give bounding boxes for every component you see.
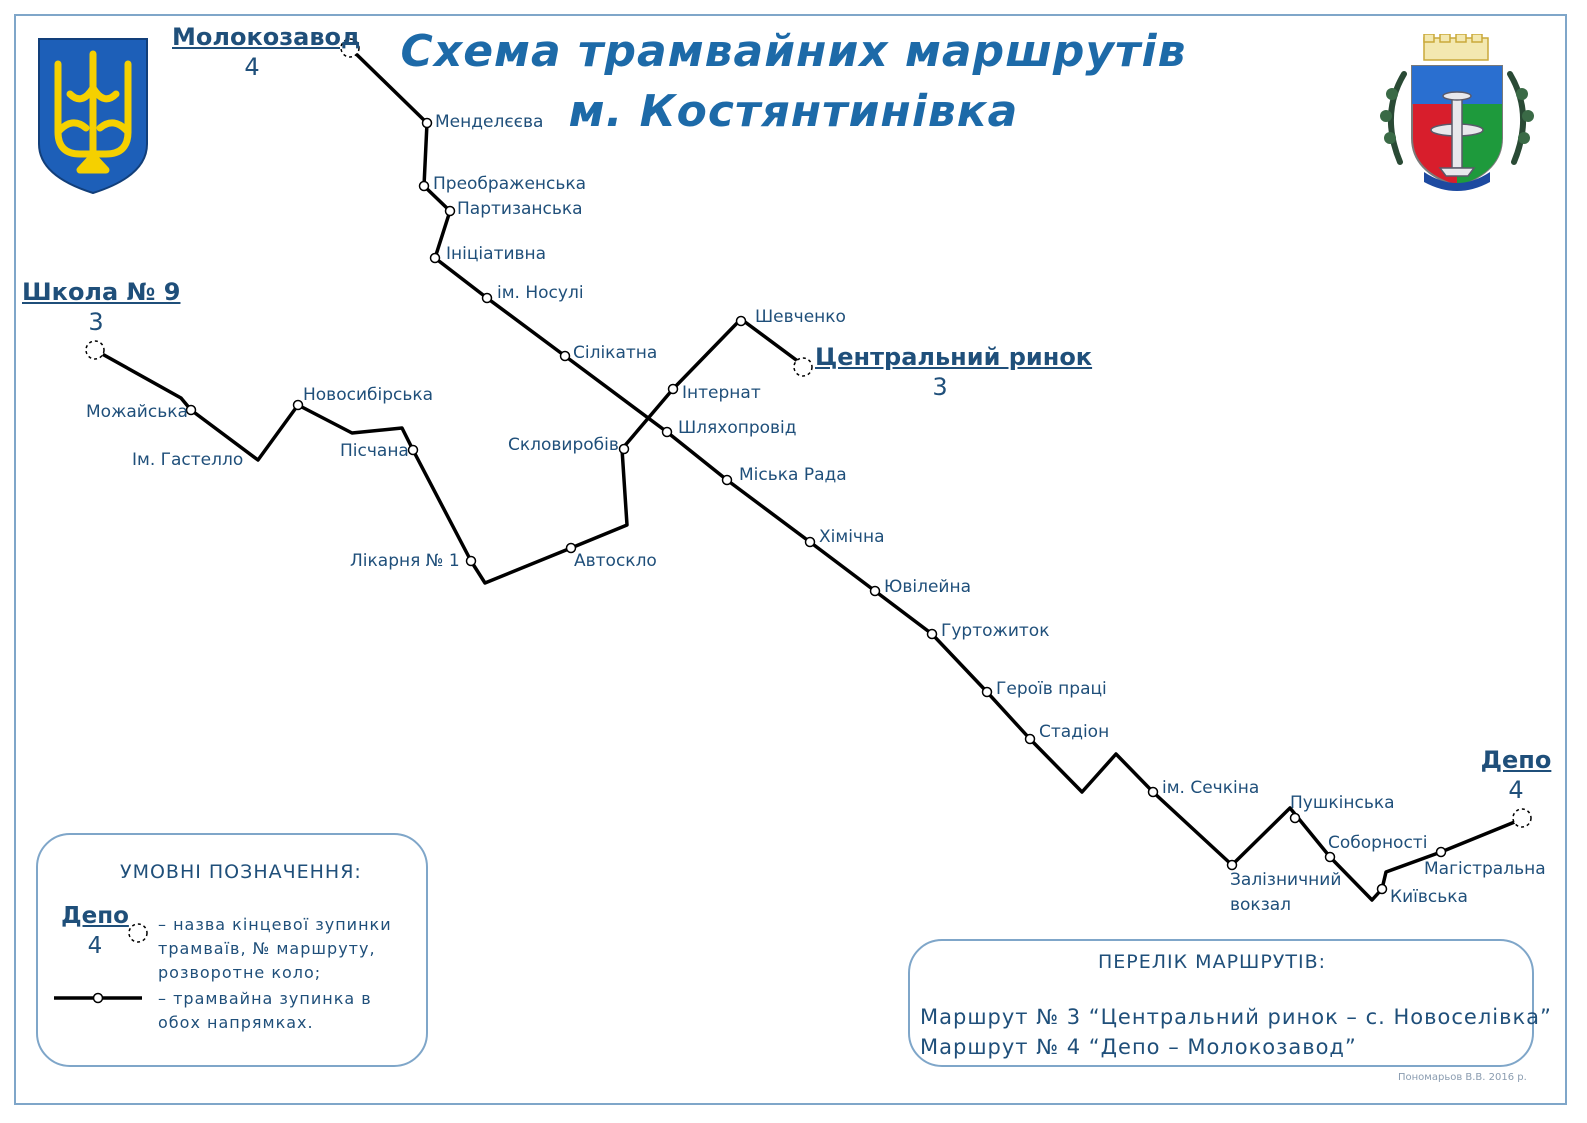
- terminal-molokozavod: Молокозавод 4: [172, 22, 361, 82]
- stop-marker: [185, 404, 197, 416]
- legend-stop-sample: [54, 992, 142, 1004]
- terminal-route: 3: [88, 308, 104, 336]
- stop-label-khimichna: Хімічна: [819, 527, 885, 547]
- stop-marker: [1376, 883, 1388, 895]
- stop-label-likarnia: Лікарня № 1: [350, 551, 460, 571]
- stop-label-hastello: Ім. Гастелло: [132, 450, 244, 470]
- route-4-description: Маршрут № 4 “Депо – Молокозавод”: [920, 1035, 1357, 1059]
- route-3-line: [94, 317, 805, 585]
- stop-marker: [481, 292, 493, 304]
- stop-label-mendelieieva: Менделєєва: [435, 112, 544, 132]
- city-coat-of-arms-icon: [1380, 34, 1534, 191]
- stop-label-hurtozhytok: Гуртожиток: [941, 621, 1050, 641]
- terminal-shkola9: Школа № 9 3: [22, 277, 181, 337]
- stop-marker: [735, 315, 747, 327]
- stop-label-avtosklo: Автоскло: [574, 551, 657, 571]
- author-credit: Пономарьов В.В. 2016 р.: [1398, 1072, 1527, 1083]
- terminal-name: Молокозавод: [172, 23, 361, 51]
- legend-terminal-circle: [128, 923, 148, 943]
- stop-marker: [1435, 846, 1447, 858]
- terminal-tsentralnyi-rynok: Центральний ринок 3: [815, 342, 1093, 402]
- stop-marker: [565, 542, 577, 554]
- terminal-name: Центральний ринок: [815, 343, 1093, 371]
- stop-marker: [429, 252, 441, 264]
- stop-marker: [1324, 851, 1336, 863]
- terminal-route: 3: [932, 373, 948, 401]
- route-3-description: Маршрут № 3 “Центральний ринок – с. Ново…: [920, 1005, 1552, 1029]
- stop-marker: [804, 536, 816, 548]
- stop-markers: [185, 117, 1447, 895]
- stop-marker: [1147, 786, 1159, 798]
- stop-label-mozhaiska: Можайська: [86, 402, 188, 422]
- stop-marker: [721, 474, 733, 486]
- terminal-route: 4: [244, 53, 260, 81]
- stop-marker: [1024, 733, 1036, 745]
- stop-marker: [292, 399, 304, 411]
- terminal-name: Депо: [61, 903, 129, 929]
- stop-label-silikatna: Сілікатна: [573, 343, 658, 363]
- map-title: Схема трамвайних маршрутів: [400, 26, 1187, 77]
- stop-marker: [869, 585, 881, 597]
- stop-marker: [421, 117, 433, 129]
- routes-list-box: ПЕРЕЛІК МАРШРУТІВ: Маршрут № 3 “Централь…: [908, 939, 1551, 1067]
- terminal-depo: Депо 4: [1478, 745, 1554, 805]
- stop-label-stadion: Стадіон: [1039, 722, 1110, 742]
- terminal-circle-depo: [1512, 808, 1532, 828]
- stop-label-internat: Інтернат: [682, 383, 761, 403]
- map-frame: [14, 14, 1567, 1105]
- stop-marker: [618, 443, 630, 455]
- routes-list-title: ПЕРЕЛІК МАРШРУТІВ:: [1098, 951, 1327, 973]
- stop-label-preobrazhenska: Преображенська: [433, 174, 587, 194]
- terminal-route: 4: [87, 933, 103, 959]
- terminal-circle-tsentralnyi-rynok: [793, 357, 813, 377]
- terminal-circle-molokozavod: [340, 38, 360, 58]
- stop-marker: [559, 350, 571, 362]
- stop-label-pushkinska: Пушкінська: [1290, 793, 1395, 813]
- legend-terminal-desc: – назва кінцевої зупинки трамваїв, № мар…: [158, 915, 392, 982]
- stop-marker: [1289, 812, 1301, 824]
- stop-label-pischana: Пісчана: [340, 441, 409, 461]
- stop-marker: [926, 628, 938, 640]
- stop-label-shevchenko: Шевченко: [755, 307, 846, 327]
- stop-label-initsiatyvna: Ініціативна: [446, 244, 547, 264]
- stop-label-partyzanska: Партизанська: [457, 199, 583, 219]
- stop-marker: [667, 383, 679, 395]
- stop-marker: [407, 444, 419, 456]
- stop-label-mahistralna: Магістральна: [1424, 859, 1546, 879]
- stop-label-nosuli: ім. Носулі: [497, 283, 584, 303]
- legend-title: УМОВНІ ПОЗНАЧЕННЯ:: [120, 861, 362, 883]
- terminal-circle-shkola9: [85, 340, 105, 360]
- stop-marker: [444, 205, 456, 217]
- stop-marker: [465, 555, 477, 567]
- stop-marker: [981, 686, 993, 698]
- terminal-route: 4: [1508, 776, 1524, 804]
- stop-label-sklovyrobiv: Скловиробів: [508, 435, 619, 455]
- stop-label-novosybirska: Новосибірська: [303, 385, 434, 405]
- stop-label-miska-rada: Міська Рада: [739, 465, 847, 485]
- stop-label-heroiv-pratsi: Героїв праці: [996, 679, 1107, 699]
- stop-marker: [1226, 859, 1238, 871]
- terminal-name: Депо: [1480, 746, 1552, 774]
- stop-label-shliakhoprovid: Шляхопровід: [678, 418, 797, 438]
- map-subtitle: м. Костянтинівка: [568, 86, 1019, 137]
- stop-marker: [418, 180, 430, 192]
- legend-terminal-sample: Депо 4: [52, 901, 138, 961]
- stop-label-zaliznychnyi-vokzal: Залізничний вокзал: [1230, 870, 1342, 915]
- stop-label-yuvileina: Ювілейна: [884, 577, 972, 597]
- legend-box: УМОВНІ ПОЗНАЧЕННЯ: Депо 4 – назва кінцев…: [36, 833, 428, 1067]
- terminal-name: Школа № 9: [22, 278, 181, 306]
- stop-marker: [661, 426, 673, 438]
- stop-label-sechkina: ім. Сечкіна: [1162, 778, 1260, 798]
- stop-label-kyivska: Київська: [1390, 887, 1468, 907]
- legend-stop-desc: – трамвайна зупинка в обох напрямках.: [158, 989, 372, 1032]
- stop-label-sobornosti: Соборності: [1328, 833, 1428, 853]
- trident-coat-of-arms-icon: [38, 38, 148, 195]
